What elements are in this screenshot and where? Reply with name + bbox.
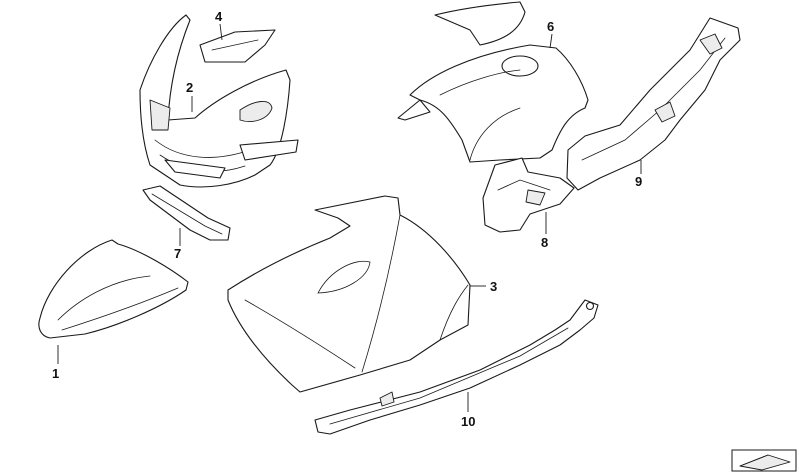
part-10-lower-strip (314, 299, 599, 435)
orientation-arrow-icon (731, 449, 797, 472)
callout-3: 3 (490, 279, 497, 294)
part-9-side-rail (566, 17, 741, 191)
part-8-bracket (482, 157, 575, 233)
part-7-trim-strip (142, 185, 231, 241)
callout-labels: 1 2 3 4 6 7 8 9 10 (52, 9, 642, 429)
callout-1: 1 (52, 366, 59, 381)
part-4-small-panel (199, 29, 276, 63)
part-3-side-panel (227, 195, 471, 393)
callout-6: 6 (547, 19, 554, 34)
part-6-tank-cover (397, 1, 589, 163)
callout-7: 7 (174, 246, 181, 261)
leader-lines (57, 23, 642, 412)
part-2-front-fairing (139, 14, 299, 188)
callout-4: 4 (215, 9, 223, 24)
leader-line-6 (549, 33, 553, 49)
callout-10: 10 (461, 414, 475, 429)
leader-line-4 (219, 23, 223, 41)
callout-2: 2 (186, 80, 193, 95)
part-1-front-fender (38, 239, 189, 339)
callout-9: 9 (635, 174, 642, 189)
callout-8: 8 (541, 235, 548, 250)
